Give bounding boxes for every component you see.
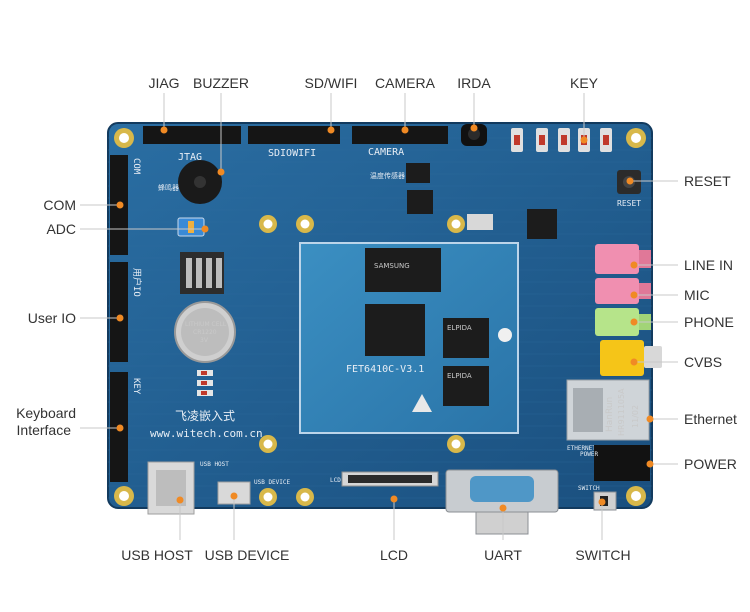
label-interface: Interface (17, 422, 72, 438)
usb-host-port: USB HOST (147, 461, 229, 515)
label-camera: CAMERA (375, 75, 436, 91)
label-ethernet: Ethernet (684, 411, 737, 427)
jtag-silk: JTAG (178, 152, 202, 163)
userio-silk: 用户IO (131, 268, 143, 297)
mounting-holes (114, 128, 646, 506)
som-model-silk: FET6410C-V3.1 (346, 364, 424, 375)
callout-com: COM (43, 197, 124, 213)
eth-brand: HanRun (605, 397, 615, 432)
battery-text-2: CR1220 (193, 329, 217, 336)
callout-uart: UART (484, 504, 522, 563)
line-in-jack (595, 244, 651, 274)
label-usb-device: USB DEVICE (205, 547, 290, 563)
label-irda: IRDA (457, 75, 491, 91)
led-row (197, 370, 213, 396)
label-lcd: LCD (380, 547, 408, 563)
small-ic-2 (406, 163, 430, 183)
power-jack: POWER (580, 445, 650, 481)
com-silk: COM (131, 158, 141, 175)
usb-host-silk: USB HOST (200, 461, 229, 468)
label-usb-host: USB HOST (121, 547, 193, 563)
label-sd-wifi: SD/WIFI (305, 75, 358, 91)
label-line-in: LINE IN (684, 257, 733, 273)
ram-brand: ELPIDA (447, 324, 472, 332)
ethernet-silk: ETHERNET (567, 445, 596, 452)
camera-header: CAMERA 温度传感器 (352, 126, 448, 180)
label-switch: SWITCH (575, 547, 630, 563)
uart-connector (445, 469, 559, 535)
reset-button-part: RESET (617, 170, 641, 208)
callout-jiag: JIAG (148, 75, 180, 134)
company-url-silk: www.witech.com.cn (150, 427, 263, 440)
power-silk: POWER (580, 451, 598, 458)
sdiowifi-silk: SDIOWIFI (268, 148, 316, 159)
usb-device-silk: USB DEVICE (254, 479, 291, 486)
callout-lcd: LCD (380, 495, 408, 563)
eth-model: HR911105A (617, 388, 626, 436)
callout-keyboard: Keyboard Interface (16, 405, 124, 438)
core-module: SAMSUNG ELPIDA ELPIDA FET6410C-V3.1 (299, 242, 519, 434)
rtc-battery: LITHIUM CELL CR1220 3V (174, 301, 236, 363)
callout-buzzer: BUZZER (193, 75, 249, 176)
label-mic: MIC (684, 287, 710, 303)
adc-potentiometer (177, 217, 205, 237)
label-com: COM (43, 197, 76, 213)
key-silk: KEY (131, 378, 141, 395)
label-phone: PHONE (684, 314, 734, 330)
small-ic-1 (407, 190, 433, 214)
ethernet-jack: HanRun HR911105A 11/02 ETHERNET (566, 379, 650, 452)
camera-silk: CAMERA (368, 147, 404, 158)
battery-text: LITHIUM CELL (185, 321, 227, 328)
lcd-silk: LCD (330, 477, 341, 484)
battery-text-3: 3V (200, 337, 209, 344)
callout-ethernet: Ethernet (646, 411, 737, 427)
switch-silk: SWITCH (578, 485, 600, 492)
label-reset: RESET (684, 173, 731, 189)
label-adc: ADC (46, 221, 76, 237)
temp-sensor-silk: 温度传感器 (370, 171, 405, 180)
callout-mic: MIC (630, 287, 710, 303)
buzzer-silk: 蜂鸣器 (158, 183, 179, 192)
keys-row (511, 128, 612, 152)
label-key: KEY (570, 75, 599, 91)
userio-header: 用户IO (110, 262, 143, 362)
label-buzzer: BUZZER (193, 75, 249, 91)
callout-irda: IRDA (457, 75, 491, 132)
eth-date: 11/02 (631, 405, 640, 428)
callout-phone: PHONE (630, 314, 734, 330)
label-jiag: JIAG (148, 75, 179, 91)
jtag-header: JTAG (143, 126, 241, 163)
ram-brand-2: ELPIDA (447, 372, 472, 380)
callout-key: KEY (570, 75, 599, 144)
flash-brand: SAMSUNG (374, 262, 410, 270)
callout-userio: User IO (28, 310, 124, 326)
callout-switch: SWITCH (575, 498, 631, 563)
label-user-io: User IO (28, 310, 76, 326)
callout-reset: RESET (626, 173, 731, 189)
reset-silk: RESET (617, 199, 641, 208)
lcd-connector: LCD (330, 471, 439, 487)
label-power: POWER (684, 456, 737, 472)
callout-power: POWER (646, 456, 737, 472)
callout-cvbs: CVBS (630, 354, 722, 370)
sdiowifi-header: SDIOWIFI (248, 126, 340, 159)
crystal (467, 214, 493, 230)
callout-sdwifi: SD/WIFI (305, 75, 358, 134)
callout-line-in: LINE IN (630, 257, 733, 273)
company-cn-silk: 飞凌嵌入式 (175, 409, 235, 423)
label-cvbs: CVBS (684, 354, 722, 370)
label-keyboard: Keyboard (16, 405, 76, 421)
callout-adc: ADC (46, 221, 209, 237)
label-uart: UART (484, 547, 522, 563)
callout-usb-device: USB DEVICE (205, 492, 290, 563)
callout-usb-host: USB HOST (121, 496, 193, 563)
dip-switch (180, 252, 224, 294)
callout-camera: CAMERA (375, 75, 436, 134)
buzzer: 蜂鸣器 (158, 160, 222, 204)
audio-codec-ic (527, 209, 557, 239)
irda-receiver (461, 124, 487, 146)
